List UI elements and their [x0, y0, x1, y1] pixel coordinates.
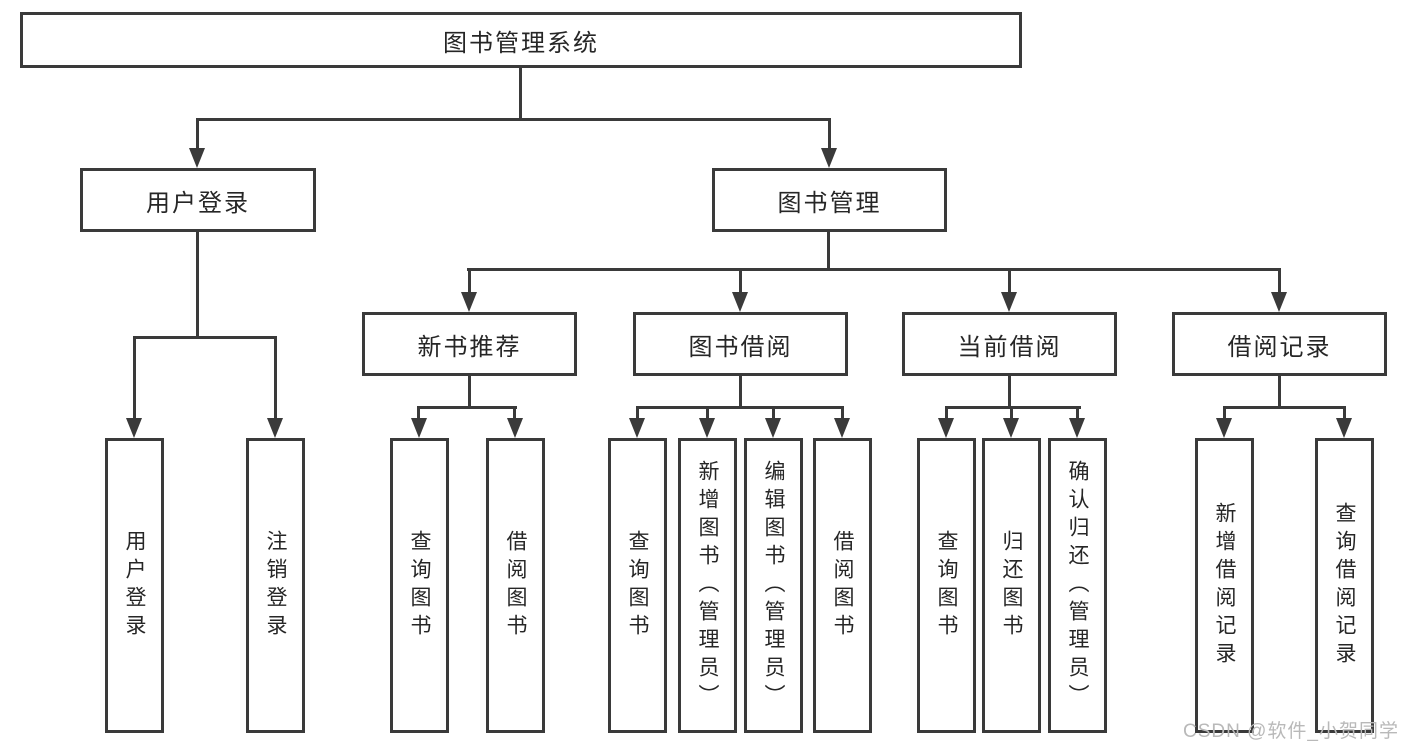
leaf-label: 新增图书（管理员）: [696, 459, 720, 712]
connector-user-login-stem: [196, 230, 199, 339]
connector-stem: [1278, 374, 1281, 409]
leaf-confirm-return-admin: 确认归还（管理员）: [1048, 438, 1107, 733]
arrowhead-down-icon: [629, 418, 645, 438]
node-label: 借阅记录: [1227, 333, 1332, 361]
connector-drop: [1278, 268, 1281, 294]
connector-drop: [1010, 406, 1013, 420]
arrowhead-down-icon: [1001, 292, 1017, 312]
leaf-query-books-borrow: 查询图书: [608, 438, 667, 733]
connector-user-login-rail: [133, 336, 277, 339]
arrowhead-down-icon: [1003, 418, 1019, 438]
connector-drop: [739, 268, 742, 294]
node-label: 图书管理: [777, 189, 882, 217]
node-borrowing-records: 借阅记录: [1172, 312, 1387, 376]
node-current-borrowing: 当前借阅: [902, 312, 1117, 376]
connector-drop: [841, 406, 844, 420]
leaf-label: 确认归还（管理员）: [1066, 459, 1090, 712]
connector-stem: [739, 374, 742, 409]
arrowhead-down-icon: [938, 418, 954, 438]
arrowhead-down-icon: [1069, 418, 1085, 438]
node-library-system: 图书管理系统: [20, 12, 1022, 68]
leaf-return-books: 归还图书: [982, 438, 1041, 733]
connector-drop: [468, 268, 471, 294]
leaf-label: 借阅图书: [504, 529, 528, 642]
leaf-label: 查询图书: [626, 529, 650, 642]
arrowhead-down-icon: [126, 418, 142, 438]
arrowhead-down-icon: [834, 418, 850, 438]
arrowhead-down-icon: [699, 418, 715, 438]
node-label: 用户登录: [146, 189, 250, 217]
arrowhead-down-icon: [461, 292, 477, 312]
connector-drop: [1223, 406, 1226, 420]
connector-rail: [945, 406, 1081, 409]
node-new-book-recommendation: 新书推荐: [362, 312, 577, 376]
connector-book-mgmt-stem: [827, 230, 830, 271]
arrowhead-down-icon: [1271, 292, 1287, 312]
connector-drop: [1343, 406, 1346, 420]
connector-level2-rail: [196, 118, 831, 121]
leaf-label: 借阅图书: [831, 529, 855, 642]
leaf-borrow-books: 借阅图书: [813, 438, 872, 733]
node-book-management: 图书管理: [712, 168, 947, 232]
connector-drop: [417, 406, 420, 420]
arrowhead-down-icon: [411, 418, 427, 438]
connector-drop: [1076, 406, 1079, 420]
leaf-add-books-admin: 新增图书（管理员）: [678, 438, 737, 733]
arrowhead-down-icon: [765, 418, 781, 438]
arrowhead-down-icon: [507, 418, 523, 438]
connector-drop: [274, 336, 277, 420]
connector-root-stem: [519, 68, 522, 121]
leaf-query-borrow-record: 查询借阅记录: [1315, 438, 1374, 733]
node-book-borrowing: 图书借阅: [633, 312, 848, 376]
leaf-label: 归还图书: [1000, 529, 1024, 642]
leaf-label: 新增借阅记录: [1213, 501, 1237, 670]
connector-stem: [1008, 374, 1011, 409]
connector-drop: [636, 406, 639, 420]
connector-rail: [636, 406, 844, 409]
leaf-add-borrow-record: 新增借阅记录: [1195, 438, 1254, 733]
node-user-login: 用户登录: [80, 168, 316, 232]
leaf-label: 编辑图书（管理员）: [762, 459, 786, 712]
connector-drop: [1008, 268, 1011, 294]
node-label: 图书借阅: [688, 333, 793, 361]
leaf-user-login: 用户登录: [105, 438, 164, 733]
arrowhead-down-icon: [267, 418, 283, 438]
connector-level3-rail: [467, 268, 1281, 271]
node-label: 图书管理系统: [443, 29, 599, 57]
connector-drop: [828, 118, 831, 152]
leaf-query-books-recommend: 查询图书: [390, 438, 449, 733]
connector-drop: [706, 406, 709, 420]
connector-drop: [133, 336, 136, 420]
leaf-borrow-books-recommend: 借阅图书: [486, 438, 545, 733]
arrowhead-down-icon: [1216, 418, 1232, 438]
connector-drop: [772, 406, 775, 420]
leaf-logout: 注销登录: [246, 438, 305, 733]
leaf-query-books-current: 查询图书: [917, 438, 976, 733]
leaf-label: 查询图书: [935, 529, 959, 642]
leaf-edit-books-admin: 编辑图书（管理员）: [744, 438, 803, 733]
arrowhead-down-icon: [732, 292, 748, 312]
connector-rail: [417, 406, 517, 409]
arrowhead-down-icon: [821, 148, 837, 168]
watermark: CSDN @软件_小贺同学: [1183, 721, 1399, 742]
leaf-label: 查询图书: [408, 529, 432, 642]
arrowhead-down-icon: [1336, 418, 1352, 438]
connector-drop: [196, 118, 199, 152]
connector-drop: [513, 406, 516, 420]
connector-rail: [1223, 406, 1346, 409]
node-label: 当前借阅: [957, 333, 1062, 361]
leaf-label: 用户登录: [123, 529, 147, 642]
node-label: 新书推荐: [417, 333, 522, 361]
leaf-label: 注销登录: [264, 529, 288, 642]
arrowhead-down-icon: [189, 148, 205, 168]
leaf-label: 查询借阅记录: [1333, 501, 1357, 670]
connector-drop: [945, 406, 948, 420]
connector-stem: [468, 374, 471, 409]
